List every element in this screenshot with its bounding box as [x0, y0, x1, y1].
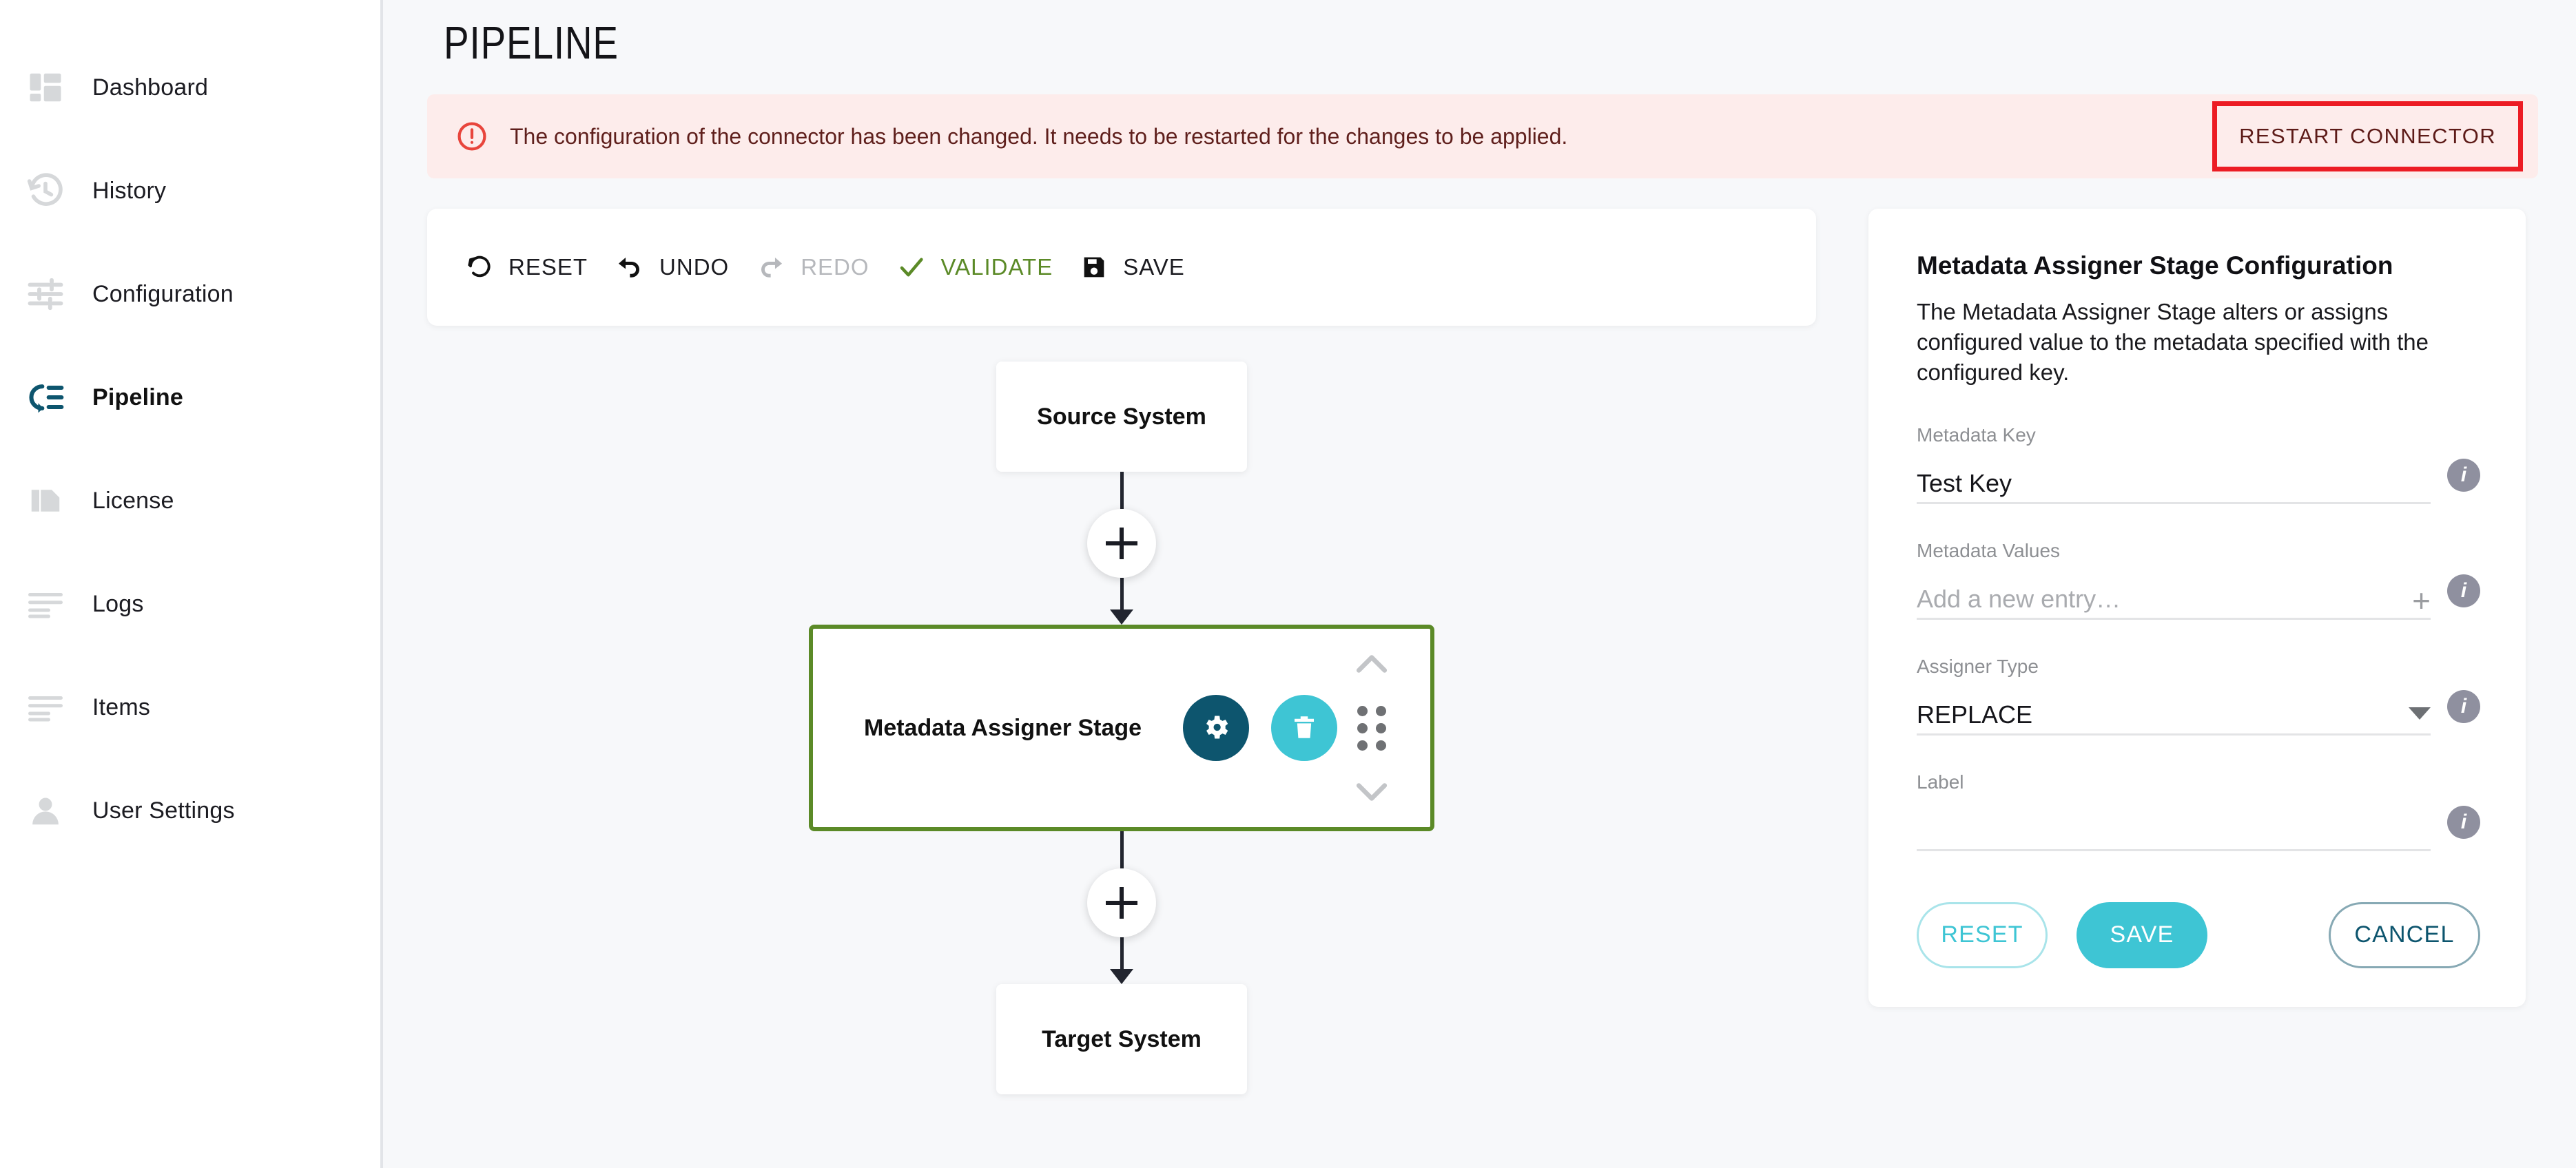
field-value: Test Key: [1917, 468, 2012, 497]
node-label: Source System: [1037, 403, 1206, 430]
sidebar-item-logs[interactable]: Logs: [0, 552, 380, 656]
gear-icon: [1201, 712, 1231, 744]
redo-icon: [756, 253, 785, 282]
connector-stage-to-target: [1087, 831, 1156, 984]
validate-button[interactable]: VALIDATE: [897, 240, 1081, 294]
sidebar-item-label: Configuration: [92, 280, 234, 307]
undo-icon: [615, 253, 644, 282]
pipeline-icon: [14, 378, 77, 417]
metadata-key-input[interactable]: Test Key: [1917, 446, 2431, 504]
sidebar-item-label: Pipeline: [92, 384, 183, 410]
node-target-system[interactable]: Target System: [996, 984, 1247, 1094]
label-input[interactable]: [1917, 793, 2431, 851]
pipeline-workspace: RESET UNDO: [427, 209, 2543, 1094]
redo-button-label: REDO: [801, 254, 869, 280]
logs-icon: [14, 585, 77, 623]
info-icon[interactable]: i: [2447, 574, 2480, 607]
sidebar-item-label: Logs: [92, 590, 144, 617]
alert-circle-icon: [456, 121, 488, 152]
check-icon: [897, 253, 926, 282]
reset-button-label: RESET: [508, 254, 588, 280]
sidebar-item-dashboard[interactable]: Dashboard: [0, 36, 380, 139]
info-icon[interactable]: i: [2447, 805, 2480, 839]
stage-actions: [1183, 695, 1338, 761]
sidebar-item-license[interactable]: License: [0, 449, 380, 552]
sidebar-item-configuration[interactable]: Configuration: [0, 242, 380, 346]
node-source-system[interactable]: Source System: [996, 362, 1247, 472]
page-title: PIPELINE: [444, 17, 619, 69]
field-label: Label i: [1917, 771, 2480, 851]
add-entry-button[interactable]: +: [2412, 582, 2431, 618]
field-placeholder: Add a new entry…: [1917, 584, 2121, 613]
field-label: Metadata Key: [1917, 424, 2036, 446]
metadata-values-input[interactable]: Add a new entry… +: [1917, 562, 2431, 620]
items-icon: [14, 689, 77, 726]
pipeline-canvas: RESET UNDO: [427, 209, 1816, 1094]
dashboard-icon: [14, 69, 77, 106]
undo-button[interactable]: UNDO: [615, 240, 756, 294]
user-icon: [14, 792, 77, 829]
restart-notification-banner: The configuration of the connector has b…: [427, 94, 2538, 178]
add-stage-button-bottom[interactable]: [1087, 868, 1156, 937]
stage-configuration-panel: Metadata Assigner Stage Configuration Th…: [1868, 209, 2526, 1007]
trash-icon: [1290, 713, 1319, 744]
arrow-head-icon: [1110, 609, 1133, 625]
sidebar-item-user-settings[interactable]: User Settings: [0, 759, 380, 862]
validate-button-label: VALIDATE: [940, 254, 1053, 280]
pipeline-flow: Source System Metadata Assigner Stage: [427, 362, 1816, 1094]
stage-label: Metadata Assigner Stage: [864, 714, 1142, 741]
sidebar-item-label: Items: [92, 694, 151, 720]
node-metadata-assigner-stage[interactable]: Metadata Assigner Stage: [809, 625, 1434, 831]
field-value: REPLACE: [1917, 700, 2033, 729]
save-button-label: SAVE: [1123, 254, 1185, 280]
sidebar-item-pipeline[interactable]: Pipeline: [0, 346, 380, 449]
license-icon: [14, 482, 77, 519]
chevron-down-icon[interactable]: [2409, 707, 2431, 720]
sliders-icon: [14, 275, 77, 313]
panel-title: Metadata Assigner Stage Configuration: [1917, 251, 2393, 280]
panel-reset-button[interactable]: RESET: [1917, 901, 2048, 968]
stage-settings-button[interactable]: [1183, 695, 1250, 761]
info-icon[interactable]: i: [2447, 689, 2480, 723]
chevron-up-icon[interactable]: [1354, 652, 1389, 676]
panel-save-button[interactable]: SAVE: [2077, 901, 2207, 968]
main-content: PIPELINE The configuration of the connec…: [383, 0, 2576, 1168]
sidebar-item-label: Dashboard: [92, 74, 209, 101]
stage-delete-button[interactable]: [1271, 695, 1338, 761]
chevron-down-icon[interactable]: [1354, 780, 1389, 804]
field-metadata-values: Metadata Values Add a new entry… + i: [1917, 540, 2480, 620]
history-icon: [14, 171, 77, 210]
stage-side-controls: [1354, 629, 1389, 827]
sidebar-item-label: History: [92, 177, 167, 204]
drag-handle-icon[interactable]: [1357, 705, 1386, 751]
info-icon[interactable]: i: [2447, 458, 2480, 492]
sidebar-item-items[interactable]: Items: [0, 656, 380, 759]
field-label: Assigner Type: [1917, 655, 2039, 677]
node-label: Target System: [1042, 1025, 1202, 1052]
sidebar-item-label: License: [92, 487, 174, 514]
banner-message: The configuration of the connector has b…: [510, 123, 1568, 149]
pipeline-toolbar: RESET UNDO: [427, 209, 1816, 326]
restart-connector-button[interactable]: RESTART CONNECTOR: [2212, 101, 2523, 171]
save-icon: [1080, 253, 1108, 281]
sidebar-item-label: User Settings: [92, 797, 235, 824]
save-button[interactable]: SAVE: [1080, 241, 1213, 293]
field-assigner-type: Assigner Type REPLACE i: [1917, 656, 2480, 736]
redo-button[interactable]: REDO: [756, 240, 896, 294]
reset-button[interactable]: RESET: [466, 241, 615, 293]
field-label: Label: [1917, 771, 1964, 793]
sidebar: Dashboard History Configuration: [0, 0, 383, 1168]
connector-source-to-stage: [1087, 472, 1156, 625]
sidebar-item-history[interactable]: History: [0, 139, 380, 242]
panel-cancel-button[interactable]: CANCEL: [2329, 901, 2480, 968]
field-label: Metadata Values: [1917, 539, 2061, 561]
assigner-type-select[interactable]: REPLACE: [1917, 678, 2431, 736]
arrow-head-icon: [1110, 969, 1133, 984]
field-metadata-key: Metadata Key Test Key i: [1917, 424, 2480, 504]
undo-button-label: UNDO: [659, 254, 730, 280]
panel-actions: RESET SAVE CANCEL: [1917, 901, 2480, 968]
panel-description: The Metadata Assigner Stage alters or as…: [1917, 299, 2429, 386]
reset-icon: [466, 253, 493, 281]
add-stage-button-top[interactable]: [1087, 509, 1156, 578]
